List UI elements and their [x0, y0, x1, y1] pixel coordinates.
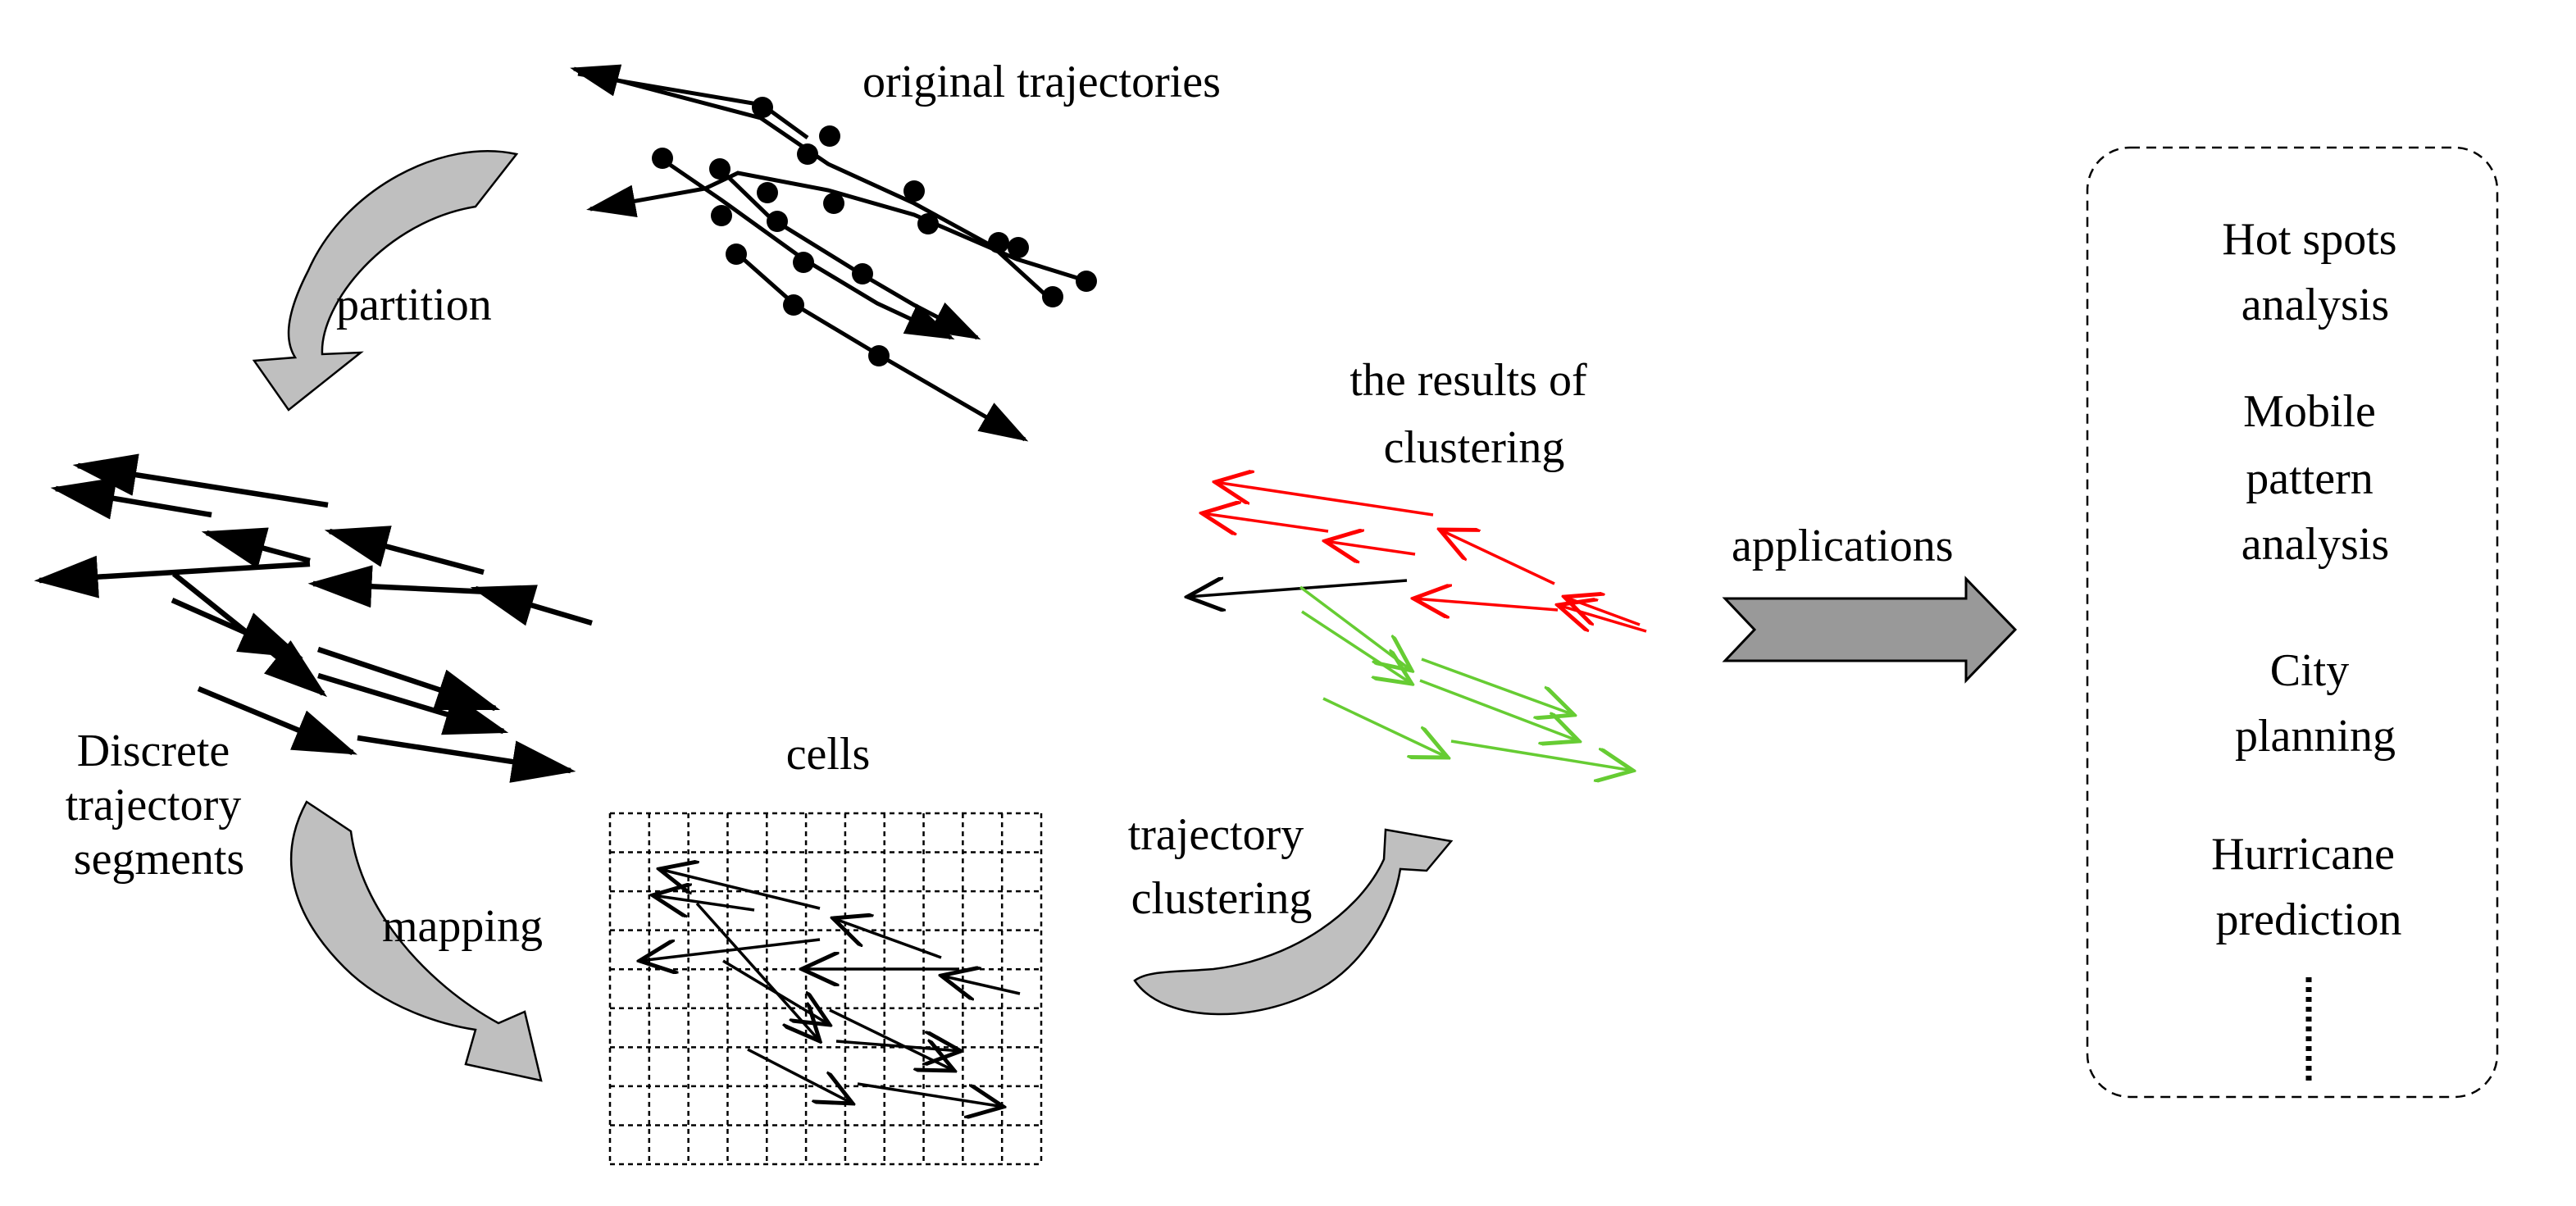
noise-segment-arrow	[1187, 580, 1408, 597]
trajectory-point	[903, 180, 925, 202]
segment-arrow	[470, 585, 593, 626]
application-item-line: analysis	[2241, 280, 2389, 330]
red-cluster-arrow	[1325, 541, 1416, 554]
label-results-line: clustering	[1384, 422, 1565, 473]
mapped-segments	[639, 869, 1021, 1107]
mapped-segment-arrow	[941, 976, 1021, 994]
segment-arrow	[324, 526, 485, 576]
segment-arrow	[201, 527, 311, 569]
green-cluster-arrow	[1301, 610, 1412, 684]
cluster-green	[1299, 585, 1633, 771]
segment-arrow	[34, 555, 311, 598]
application-item-line: Hurricane	[2211, 829, 2395, 880]
application-item-line: prediction	[2215, 894, 2401, 945]
mapped-segment-arrow	[829, 1008, 954, 1071]
green-cluster-arrow	[1421, 658, 1574, 715]
trajectory-point	[752, 97, 773, 118]
original-trajectories	[570, 64, 1097, 442]
trajectory-line	[736, 253, 1029, 442]
trajectory-point	[823, 193, 844, 214]
segment-arrow	[171, 598, 303, 658]
trajectory-point	[757, 182, 778, 203]
partition-curved-arrow	[252, 150, 519, 412]
red-cluster-arrow	[1202, 513, 1329, 531]
mapped-segment-arrow	[833, 918, 942, 959]
application-item: Hot spots analysis	[2222, 214, 2408, 330]
mapped-segment-arrow	[695, 902, 820, 1041]
trajectory-line	[570, 64, 1051, 300]
segment-arrow	[357, 735, 576, 783]
label-clustering-line: clustering	[1131, 873, 1313, 924]
green-cluster-arrow	[1299, 585, 1412, 671]
trajectory-point	[711, 205, 732, 226]
label-clustering-step: trajectory clustering	[1128, 809, 1316, 924]
application-item-line: Hot spots	[2222, 214, 2396, 265]
red-cluster-arrow	[1558, 605, 1647, 633]
label-original-trajectories: original trajectories	[862, 57, 1221, 107]
label-mapping: mapping	[382, 901, 543, 952]
trajectory-point	[1008, 237, 1029, 258]
trajectory-point	[1076, 271, 1097, 292]
trajectory-point	[767, 211, 788, 232]
trajectory-point	[852, 263, 873, 284]
mapped-segment-arrow	[722, 959, 830, 1025]
mapped-segment-arrow	[747, 1048, 853, 1104]
label-cells: cells	[786, 729, 871, 780]
trajectory-point	[709, 158, 730, 180]
label-applications: applications	[1732, 521, 1954, 571]
label-discrete: Discrete trajectory segments	[66, 726, 253, 885]
trajectory-point	[726, 243, 747, 265]
application-item: Hurricane prediction	[2211, 829, 2406, 945]
red-cluster-arrow	[1215, 482, 1434, 517]
green-cluster-arrow	[1450, 740, 1633, 771]
mapping-curved-arrow	[289, 800, 543, 1082]
trajectory-point	[1042, 286, 1063, 307]
cluster-red	[1202, 482, 1647, 633]
trajectory-point	[652, 148, 673, 169]
trajectory-point	[783, 294, 804, 316]
application-item-line: Mobile	[2243, 386, 2376, 437]
discrete-segments	[34, 453, 593, 783]
application-item: Mobile pattern analysis	[2241, 386, 2389, 570]
mapped-segment-arrow	[835, 1041, 961, 1051]
application-item-line: City	[2270, 645, 2349, 696]
red-cluster-arrow	[1440, 530, 1555, 585]
label-discrete-line: segments	[74, 834, 244, 885]
label-partition: partition	[336, 280, 492, 330]
mapped-segment-arrow	[659, 869, 821, 910]
trajectory-point	[988, 232, 1009, 253]
cells-grid	[608, 812, 1043, 1166]
trajectory-point	[793, 252, 814, 273]
segment-arrow	[317, 672, 509, 735]
mapped-segment-arrow	[639, 938, 821, 961]
label-results-line: the results of	[1349, 355, 1587, 406]
mapped-segment-arrow	[857, 1082, 1004, 1107]
segment-arrow	[197, 685, 358, 756]
applications-box	[2086, 146, 2499, 1099]
green-cluster-arrow	[1322, 697, 1448, 758]
label-results: the results of clustering	[1349, 355, 1598, 473]
application-item-line: analysis	[2241, 519, 2389, 570]
trajectory-point	[917, 213, 939, 234]
red-cluster-arrow	[1564, 597, 1641, 626]
segment-arrow	[50, 477, 212, 520]
green-cluster-arrow	[1419, 679, 1579, 741]
application-item-line: pattern	[2246, 453, 2373, 504]
application-item: City planning	[2235, 645, 2396, 762]
red-cluster-arrow	[1413, 598, 1559, 610]
label-clustering-line: trajectory	[1128, 809, 1304, 860]
label-discrete-line: trajectory	[66, 780, 242, 831]
applications-arrow	[1722, 576, 2018, 684]
application-item-line: planning	[2235, 711, 2396, 762]
trajectory-points	[652, 97, 1097, 366]
mapped-segment-arrow	[653, 895, 755, 910]
trajectory-point	[868, 345, 890, 366]
label-discrete-line: Discrete	[77, 726, 230, 776]
trajectory-point	[819, 125, 840, 147]
trajectory-point	[797, 143, 818, 165]
segment-arrow	[72, 453, 329, 508]
clustering-curved-arrow	[1133, 828, 1454, 1016]
